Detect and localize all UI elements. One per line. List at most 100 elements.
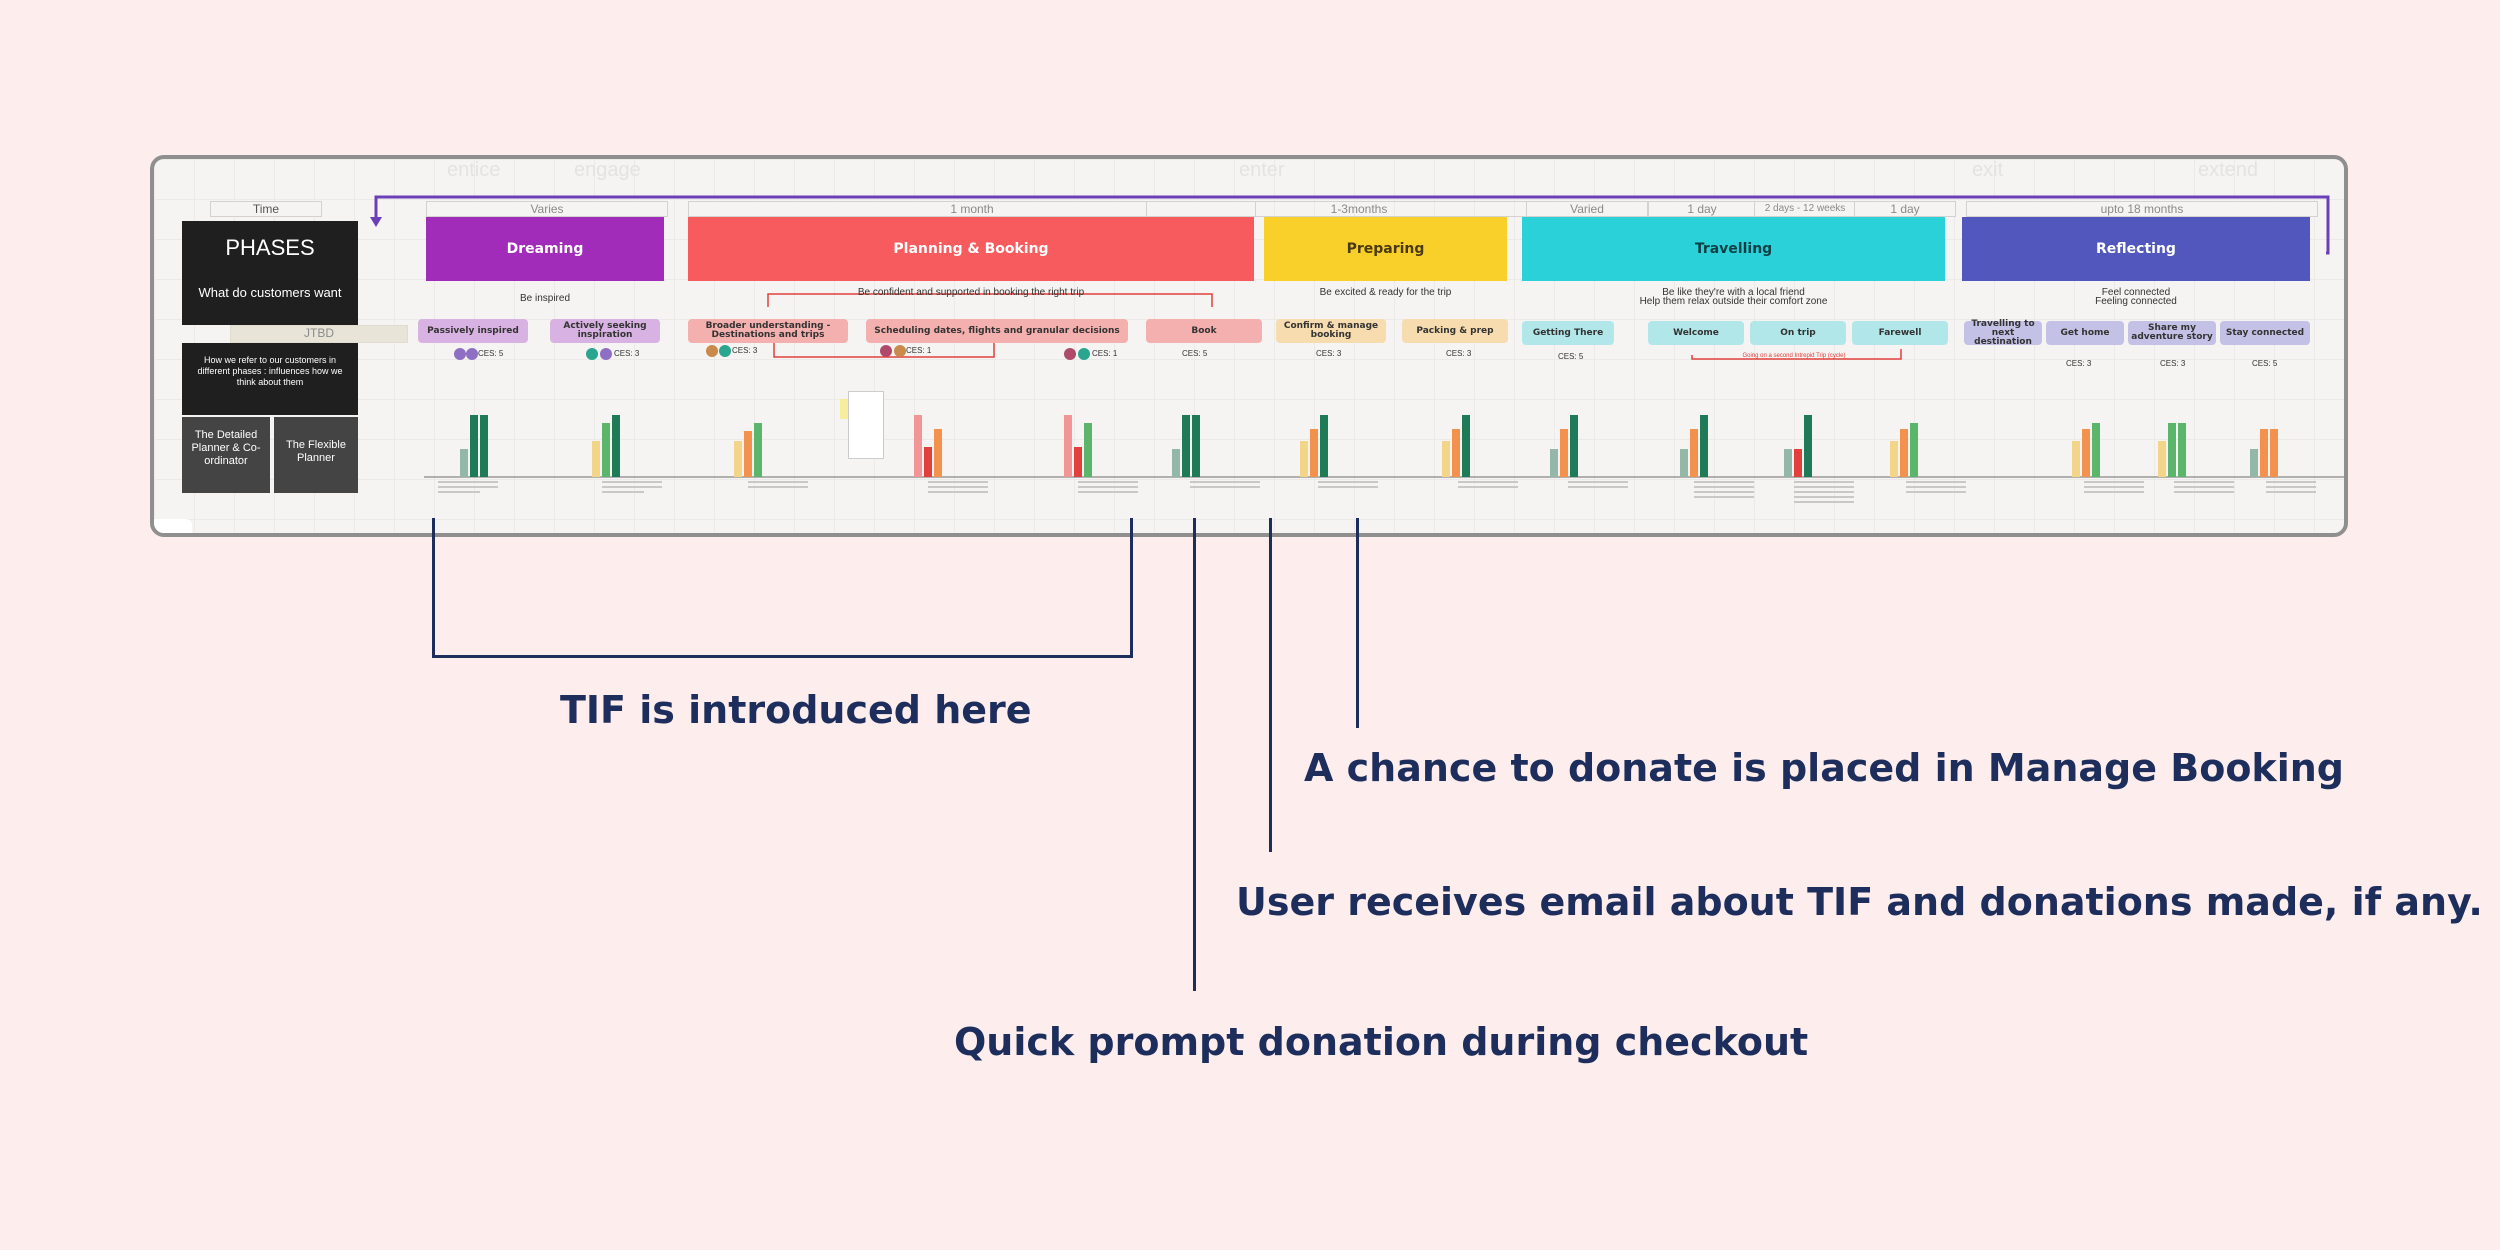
avatar-icon — [454, 348, 466, 360]
notes-lines — [2266, 481, 2316, 496]
avatar-icon — [1078, 348, 1090, 360]
sentiment-bar — [480, 415, 488, 477]
text-line — [1318, 481, 1378, 483]
avatar-icon — [586, 348, 598, 360]
sentiment-bar — [2092, 423, 2100, 477]
goal-preparing: Be excited & ready for the trip — [1319, 287, 1452, 298]
goal-dreaming: Be inspired — [519, 293, 571, 304]
avatar-icon — [466, 348, 478, 360]
text-line — [438, 491, 480, 493]
ces-packing: CES: 3 — [1446, 349, 1472, 358]
text-line — [438, 481, 498, 483]
sentiment-bar — [1900, 429, 1908, 477]
connector-manage-booking — [1356, 518, 1359, 728]
sentiment-bar — [924, 447, 932, 477]
duration-travel-varied: Varied — [1526, 201, 1648, 217]
step-passively-inspired: Passively inspired — [418, 319, 528, 343]
duration-preparing: 1-3months — [1146, 201, 1572, 217]
connector-tif-right — [1130, 518, 1133, 658]
annotation-quick-prompt: Quick prompt donation during checkout — [954, 1020, 1809, 1064]
sentiment-bar — [1074, 447, 1082, 477]
phases-header: PHASES What do customers want — [182, 221, 358, 325]
sentiment-bar — [1794, 449, 1802, 477]
text-line — [2174, 486, 2234, 488]
notes-lines — [602, 481, 662, 496]
ces-share: CES: 3 — [2160, 359, 2186, 368]
note-second-trip: Going on a second Intrepid Trip (cycle) — [1742, 353, 1846, 359]
sentiment-bar — [1442, 441, 1450, 477]
ces-confirm: CES: 3 — [1316, 349, 1342, 358]
notes-lines — [748, 481, 808, 491]
notes-lines — [1190, 481, 1260, 491]
board-corner-tab[interactable] — [154, 519, 192, 533]
text-line — [1568, 486, 1628, 488]
ghost-label-exit: exit — [1972, 159, 2004, 181]
sentiment-bar — [1192, 415, 1200, 477]
connector-email — [1269, 518, 1272, 852]
notes-lines — [2174, 481, 2234, 496]
step-welcome: Welcome — [1648, 321, 1744, 345]
notes-lines — [1568, 481, 1628, 491]
connector-tif-left — [432, 518, 435, 658]
avatar-icon — [894, 345, 906, 357]
text-line — [2084, 486, 2144, 488]
step-travelling-next: Travelling to next destination — [1964, 319, 2042, 346]
ghost-label-engage: engage — [574, 159, 641, 181]
goal-reflecting-1: Feel connected — [2101, 287, 2171, 298]
ghost-label-extend: extend — [2198, 159, 2259, 181]
notes-lines — [1694, 481, 1754, 501]
ces-actively: CES: 3 — [614, 349, 640, 358]
goal-travelling-1: Be like they're with a local friend — [1662, 287, 1805, 298]
notes-lines — [438, 481, 498, 496]
text-line — [748, 481, 808, 483]
text-line — [1906, 491, 1966, 493]
ghost-label-enter: enter — [1239, 159, 1285, 181]
text-line — [1906, 486, 1966, 488]
notes-lines — [1794, 481, 1854, 506]
sentiment-bar — [1064, 415, 1072, 477]
annotation-tif-introduced: TIF is introduced here — [560, 688, 1032, 732]
sentiment-bar — [2178, 423, 2186, 477]
sentiment-bar — [734, 441, 742, 477]
text-line — [602, 481, 662, 483]
notes-lines — [1906, 481, 1966, 496]
text-line — [1458, 486, 1518, 488]
sentiment-bar — [2270, 429, 2278, 477]
sentiment-bar — [2072, 441, 2080, 477]
duration-travel-trip: 2 days - 12 weeks — [1754, 201, 1856, 217]
sentiment-bar — [1804, 415, 1812, 477]
annotation-email-tif: User receives email about TIF and donati… — [1236, 880, 2483, 924]
step-stay-connected: Stay connected — [2220, 321, 2310, 345]
step-packing-prep: Packing & prep — [1402, 319, 1508, 343]
persona-detailed-planner: The Detailed Planner & Co-ordinator — [182, 417, 270, 493]
text-line — [1694, 481, 1754, 483]
sentiment-bar — [1462, 415, 1470, 477]
sentiment-bar — [1570, 415, 1578, 477]
sentiment-bar — [754, 423, 762, 477]
phases-description: How we refer to our customers in differe… — [182, 343, 358, 415]
text-line — [1794, 486, 1854, 488]
jtbd-label: JTBD — [230, 325, 408, 343]
sentiment-bar — [1560, 429, 1568, 477]
goal-reflecting-2: Feeling connected — [2095, 296, 2177, 307]
ces-get-home: CES: 3 — [2066, 359, 2092, 368]
sentiment-bar — [2158, 441, 2166, 477]
text-line — [1078, 491, 1138, 493]
text-line — [748, 486, 808, 488]
text-line — [1906, 481, 1966, 483]
notes-lines — [1078, 481, 1138, 496]
ces-broader: CES: 3 — [732, 346, 758, 355]
text-line — [2266, 491, 2316, 493]
sentiment-bar — [1310, 429, 1318, 477]
step-farewell: Farewell — [1852, 321, 1948, 345]
sentiment-bar — [1084, 423, 1092, 477]
avatar-icon — [706, 345, 718, 357]
step-scheduling: Scheduling dates, flights and granular d… — [866, 319, 1128, 343]
sentiment-bar — [592, 441, 600, 477]
phases-title: PHASES — [225, 235, 315, 260]
ces-passively: CES: 5 — [478, 349, 504, 358]
duration-planning: 1 month — [688, 201, 1256, 217]
avatar-icon — [719, 345, 731, 357]
text-line — [928, 486, 988, 488]
sentiment-bar — [460, 449, 468, 477]
